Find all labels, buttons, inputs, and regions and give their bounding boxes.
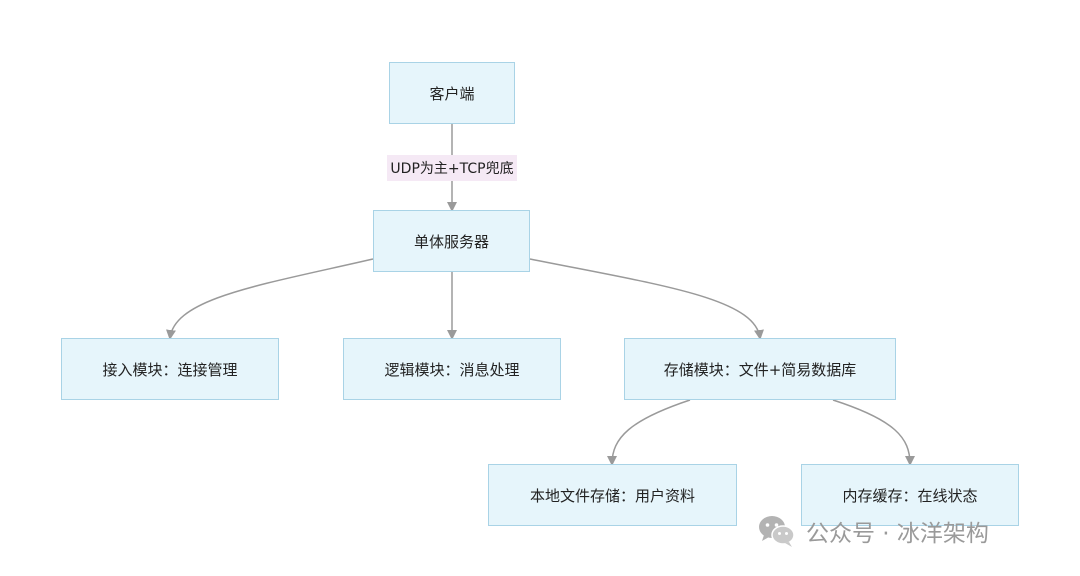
node-monolithic-server: 单体服务器 xyxy=(373,210,530,272)
edge-label-protocol: UDP为主+TCP兜底 xyxy=(387,155,517,181)
node-local-file-storage: 本地文件存储：用户资料 xyxy=(488,464,737,526)
node-logic-module: 逻辑模块：消息处理 xyxy=(343,338,561,400)
node-memory-cache: 内存缓存：在线状态 xyxy=(801,464,1019,526)
node-storage-module: 存储模块：文件+简易数据库 xyxy=(624,338,896,400)
edge-storage-localfile xyxy=(607,399,691,466)
edge-storage-memorycache xyxy=(832,399,915,466)
wechat-icon xyxy=(759,516,795,547)
node-access-module: 接入模块：连接管理 xyxy=(61,338,279,400)
node-client: 客户端 xyxy=(389,62,515,124)
edge-server-storage xyxy=(529,258,764,340)
watermark-text: 公众号 · 冰洋架构 xyxy=(806,521,989,547)
edge-server-access xyxy=(166,258,374,340)
watermark: 公众号 · 冰洋架构 xyxy=(758,513,989,549)
